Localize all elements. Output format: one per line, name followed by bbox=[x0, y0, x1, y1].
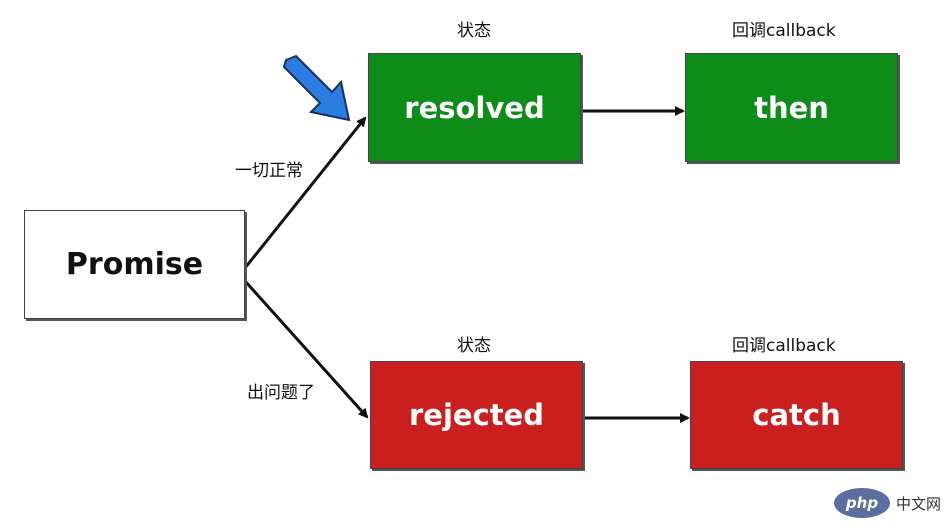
then-node: then bbox=[685, 53, 898, 162]
promise-to-resolved-arrow bbox=[243, 116, 367, 269]
edge-label-ok: 一切正常 bbox=[235, 161, 303, 181]
php-logo-icon: php bbox=[834, 488, 890, 518]
rejected-node-label: rejected bbox=[408, 398, 545, 432]
promise-to-rejected-arrow bbox=[243, 279, 369, 419]
then-node-label: then bbox=[754, 90, 829, 125]
catch-node: catch bbox=[690, 361, 903, 469]
resolved-node-label: resolved bbox=[404, 90, 545, 125]
resolved-node: resolved bbox=[368, 53, 581, 162]
pointer-arrow-icon bbox=[282, 54, 351, 122]
promise-node: Promise bbox=[24, 210, 245, 319]
callback-label-top: 回调callback bbox=[732, 21, 836, 41]
watermark: php 中文网 bbox=[828, 486, 948, 520]
state-label-top: 状态 bbox=[457, 21, 491, 41]
promise-node-label: Promise bbox=[65, 247, 204, 282]
edge-label-error: 出问题了 bbox=[247, 383, 315, 403]
callback-label-bottom: 回调callback bbox=[732, 336, 836, 356]
state-label-bottom: 状态 bbox=[457, 336, 491, 356]
rejected-node: rejected bbox=[370, 361, 583, 469]
watermark-text: 中文网 bbox=[896, 494, 942, 513]
catch-node-label: catch bbox=[752, 398, 841, 432]
